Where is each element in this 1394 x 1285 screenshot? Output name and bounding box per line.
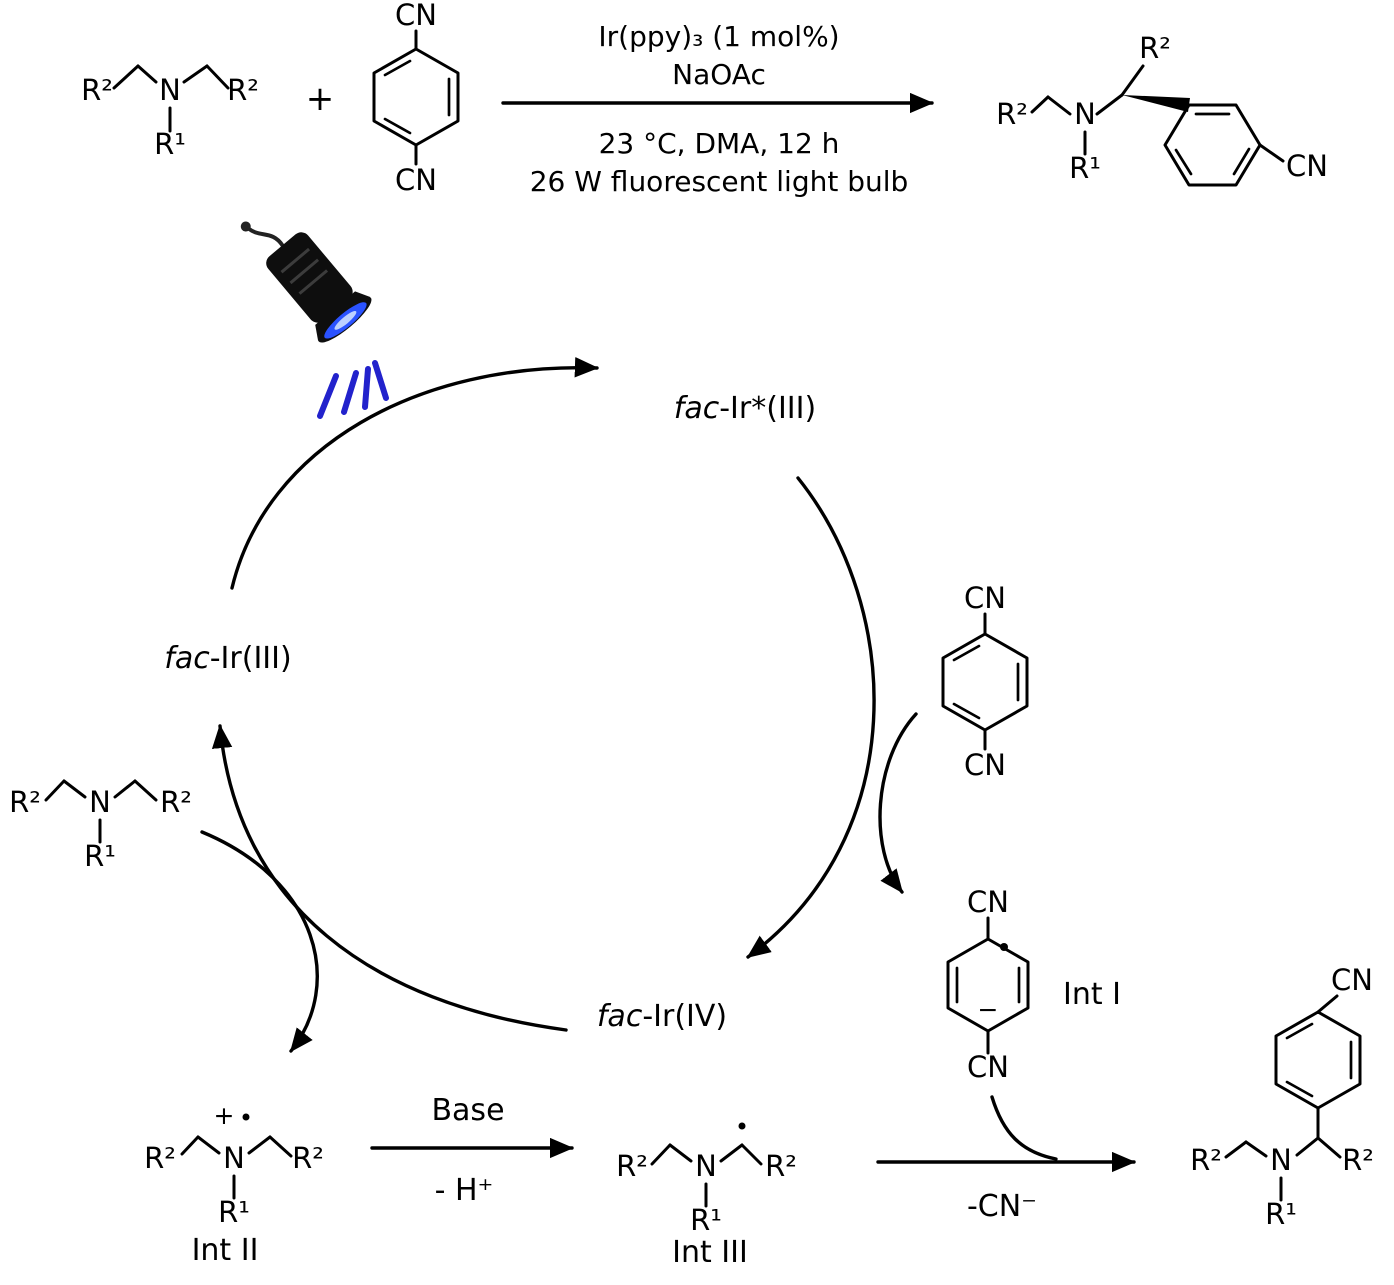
flashlight-icon xyxy=(240,221,372,343)
int3-label: Int III xyxy=(672,1235,748,1270)
cn-label: CN xyxy=(395,163,437,197)
plus-charge: + xyxy=(214,1101,235,1130)
radical-dot xyxy=(738,1122,746,1130)
cn-label: CN xyxy=(967,885,1009,919)
r2-label: R² xyxy=(1190,1143,1222,1177)
n-label: N xyxy=(1270,1143,1292,1177)
light-source-label: 26 W fluorescent light bulb xyxy=(530,165,909,198)
int1-addition-curve xyxy=(990,1095,1058,1161)
cn-label: CN xyxy=(1331,963,1373,997)
r1-label: R¹ xyxy=(1069,151,1101,185)
top-reaction-scheme: R² N R² R¹ + CN CN Ir(ppy)₃ (1 mol%) NaO… xyxy=(81,0,1328,198)
amine-cycle: R² N R² R¹ xyxy=(9,779,192,873)
r1-label: R¹ xyxy=(690,1203,722,1237)
light-rays xyxy=(317,360,389,419)
r1-label: R¹ xyxy=(154,127,186,161)
r1-label: R¹ xyxy=(1265,1197,1297,1231)
r1-label: R¹ xyxy=(218,1195,250,1229)
amine-substrate: R² N R² R¹ xyxy=(81,64,259,161)
r2-label: R² xyxy=(765,1149,797,1183)
benzene-ring xyxy=(941,632,1029,732)
r1-label: R¹ xyxy=(84,839,116,873)
int1-label: Int I xyxy=(1063,977,1121,1012)
ir3-label: fac-Ir(III) xyxy=(164,641,291,676)
r2-label: R² xyxy=(160,785,192,819)
r2-label: R² xyxy=(9,785,41,819)
final-product-structure: CN R² N R² R¹ xyxy=(1190,963,1374,1231)
r2-label: R² xyxy=(144,1141,176,1175)
r2-label: R² xyxy=(1342,1143,1374,1177)
r2-label: R² xyxy=(996,97,1028,131)
cn-label: CN xyxy=(967,1050,1009,1084)
n-label: N xyxy=(159,73,181,107)
int2-label: Int II xyxy=(192,1233,259,1268)
catalyst-label: Ir(ppy)₃ (1 mol%) xyxy=(598,20,839,53)
cn-label: CN xyxy=(395,0,437,32)
cn-label: CN xyxy=(964,581,1006,615)
plus-sign: + xyxy=(306,79,335,119)
radical-dot xyxy=(242,1113,250,1121)
int3-alpha-amino-radical: R² N R² R¹ xyxy=(616,1122,797,1237)
excitation-arrow xyxy=(230,357,599,590)
r2-label: R² xyxy=(1139,31,1171,65)
conditions-label: 23 °C, DMA, 12 h xyxy=(599,127,840,160)
r2-label: R² xyxy=(616,1149,648,1183)
catalyst-regeneration-arrow xyxy=(211,724,568,1032)
deprotonation-label: - H⁺ xyxy=(435,1173,494,1208)
ir-excited-label: fac-Ir*(III) xyxy=(674,391,816,426)
catalytic-cycle: fac-Ir*(III) fac-Ir(III) fac-Ir(IV) CN C… xyxy=(9,221,1374,1270)
benzene-ring xyxy=(372,47,460,147)
n-label: N xyxy=(1074,97,1096,131)
cn-label: CN xyxy=(964,748,1006,782)
benzene-ring xyxy=(1163,103,1262,187)
int1-radical-anion: − CN CN xyxy=(946,885,1030,1084)
r2-label: R² xyxy=(227,73,259,107)
cyanide-loss-label: -CN⁻ xyxy=(967,1189,1037,1224)
radical-dot xyxy=(1000,943,1008,951)
int2-aminium-radical-cation: + R² N R² R¹ xyxy=(144,1101,324,1229)
wedge-bond xyxy=(1122,95,1190,112)
n-label: N xyxy=(695,1149,717,1183)
oxidative-quench-arrow xyxy=(746,476,876,959)
base-additive-label: NaOAc xyxy=(672,58,766,91)
amine-oxidation-arrow xyxy=(200,830,319,1053)
dicyanobenzene-substrate: CN CN xyxy=(372,0,460,197)
benzene-ring xyxy=(1274,1010,1362,1110)
dicyanobenzene-reduction-arrow xyxy=(878,712,918,894)
cn-label: CN xyxy=(1286,149,1328,183)
minus-charge: − xyxy=(978,995,999,1024)
r2-label: R² xyxy=(292,1141,324,1175)
ir4-label: fac-Ir(IV) xyxy=(597,999,727,1034)
product-structure: R² N R¹ R² CN xyxy=(996,31,1328,187)
base-label: Base xyxy=(431,1093,504,1128)
n-label: N xyxy=(89,785,111,819)
dicyanobenzene-cycle: CN CN xyxy=(941,581,1029,782)
r2-label: R² xyxy=(81,73,113,107)
n-label: N xyxy=(223,1141,245,1175)
